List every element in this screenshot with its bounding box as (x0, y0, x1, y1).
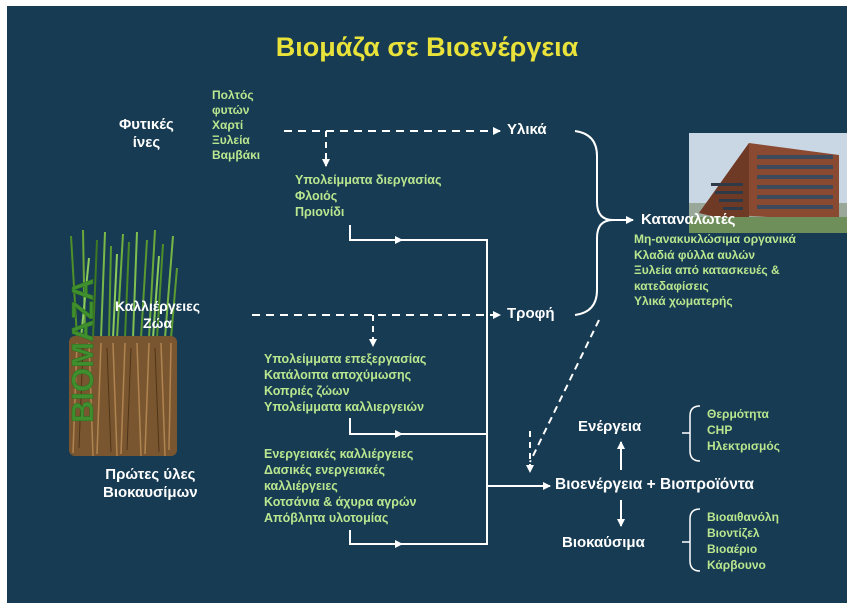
list-item: Κάρβουνο (707, 557, 779, 573)
biofuel-types-list: Βιοαιθανόλη Βιοντίζελ Βιοαέριο Κάρβουνο (707, 509, 779, 573)
list-item: Φλοιός (295, 188, 441, 204)
list-item: Χαρτί (212, 118, 260, 133)
list-item: Δασικές ενεργειακές (264, 462, 417, 478)
list-item: Απόβλητα υλοτομίας (264, 510, 417, 526)
list-item: Κοτσάνια & άχυρα αγρών (264, 494, 417, 510)
list-item: Βιοαιθανόλη (707, 509, 779, 525)
list-item: Ηλεκτρισμός (707, 438, 780, 454)
consumer-waste-list: Μη-ανακυκλώσιμα οργανικά Κλαδιά φύλλα αυ… (634, 232, 796, 310)
list-item: καλλιέργειες (264, 478, 417, 494)
list-item: CHP (707, 422, 780, 438)
energy-forms-list: Θερμότητα CHP Ηλεκτρισμός (707, 406, 780, 454)
crops-animals-line-1: Καλλιέργειες (115, 298, 200, 315)
list-item: Υπολείμματα επεξεργασίας (264, 351, 426, 367)
agricultural-residues-list: Υπολείμματα επεξεργασίας Κατάλοιπα αποχύ… (264, 351, 426, 415)
list-item: Υπολείμματα καλλιεργειών (264, 399, 426, 415)
list-item: φυτών (212, 103, 260, 118)
list-item: Υλικά χωματερής (634, 294, 796, 310)
bioenergy-bioproducts-label: Βιοενέργεια + Βιοπροϊόντα (555, 476, 754, 494)
processing-residues-list: Υπολείμματα διεργασίας Φλοιός Πριονίδι (295, 172, 441, 220)
list-item: Ξυλεία από κατασκευές & (634, 263, 796, 279)
diagram-title: Βιομάζα σε Βιοενέργεια (7, 32, 847, 63)
list-item: Βιοαέριο (707, 541, 779, 557)
list-item: Πολτός (212, 88, 260, 103)
plant-fibers-line-1: Φυτικές (119, 116, 174, 134)
list-item: Κοπριές ζώων (264, 383, 426, 399)
energy-label: Ενέργεια (578, 418, 641, 435)
list-item: Βιοντίζελ (707, 525, 779, 541)
biofuel-feedstocks-label: Πρώτες ύλες Βιοκαυσίμων (103, 466, 198, 502)
plant-fibers-label: Φυτικές ίνες (119, 116, 174, 152)
list-item: Μη-ανακυκλώσιμα οργανικά (634, 232, 796, 248)
crops-animals-line-2: Ζώα (115, 315, 200, 332)
consumers-label: Καταναλωτές (641, 211, 735, 228)
list-item: Θερμότητα (707, 406, 780, 422)
plant-fibers-line-2: ίνες (119, 134, 174, 152)
list-item: κατεδαφίσεις (634, 279, 796, 295)
list-item: Ξυλεία (212, 133, 260, 148)
list-item: Βαμβάκι (212, 148, 260, 163)
fiber-products-list: Πολτός φυτών Χαρτί Ξυλεία Βαμβάκι (212, 88, 260, 163)
food-label: Τροφή (507, 305, 555, 322)
materials-label: Υλικά (507, 121, 547, 138)
list-item: Υπολείμματα διεργασίας (295, 172, 441, 188)
list-item: Ενεργειακές καλλιέργειες (264, 446, 417, 462)
feedstocks-line-2: Βιοκαυσίμων (103, 484, 198, 502)
list-item: Κλαδιά φύλλα αυλών (634, 248, 796, 264)
feedstocks-line-1: Πρώτες ύλες (103, 466, 198, 484)
energy-crops-list: Ενεργειακές καλλιέργειες Δασικές ενεργει… (264, 446, 417, 526)
crops-animals-label: Καλλιέργειες Ζώα (115, 298, 200, 332)
diagram-slide: ΒΙΟΜΑΖΑ (7, 6, 847, 603)
biofuels-label: Βιοκαύσιμα (562, 534, 645, 551)
list-item: Κατάλοιπα αποχύμωσης (264, 367, 426, 383)
list-item: Πριονίδι (295, 204, 441, 220)
